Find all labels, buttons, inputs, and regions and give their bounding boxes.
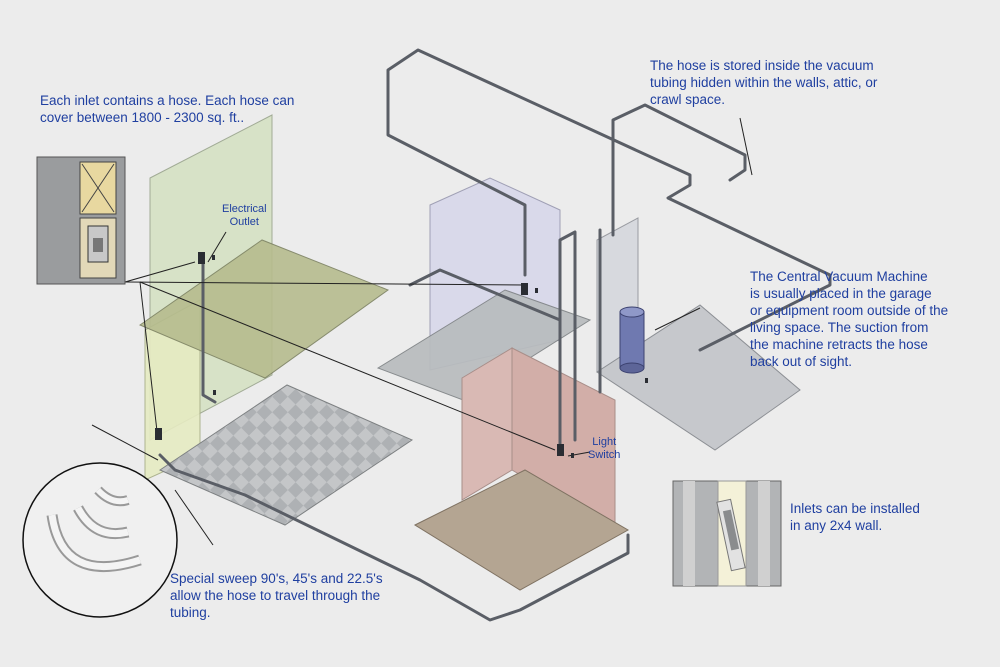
wall-fixtures: [155, 252, 648, 458]
central-vacuum-unit: [619, 306, 645, 374]
wall-inlet-inset: [672, 480, 782, 587]
inlet-hose-label: Each inlet contains a hose. Each hose ca…: [40, 93, 295, 125]
vacuum-tubing: [158, 48, 832, 622]
central-vacuum-label: The Central Vacuum Machine is usually pl…: [750, 269, 949, 369]
sweeps-label: Special sweep 90's, 45's and 22.5's allo…: [170, 571, 383, 620]
leader-lines: [91, 117, 753, 546]
hose-stored-label: The hose is stored inside the vacuum tub…: [650, 58, 878, 107]
middle-floor: [376, 289, 592, 401]
light-switch-label: Light Switch: [588, 436, 621, 461]
pink-room-floor: [413, 469, 630, 591]
tiled-floor: [158, 384, 414, 526]
electrical-outlet-label: Electrical Outlet: [222, 203, 267, 228]
inlets-wall-label: Inlets can be installed in any 2x4 wall.: [790, 501, 920, 533]
garage-floor: [596, 304, 801, 451]
sweep-fittings-inset: [22, 462, 178, 618]
inlet-closeup-inset: [36, 156, 126, 285]
